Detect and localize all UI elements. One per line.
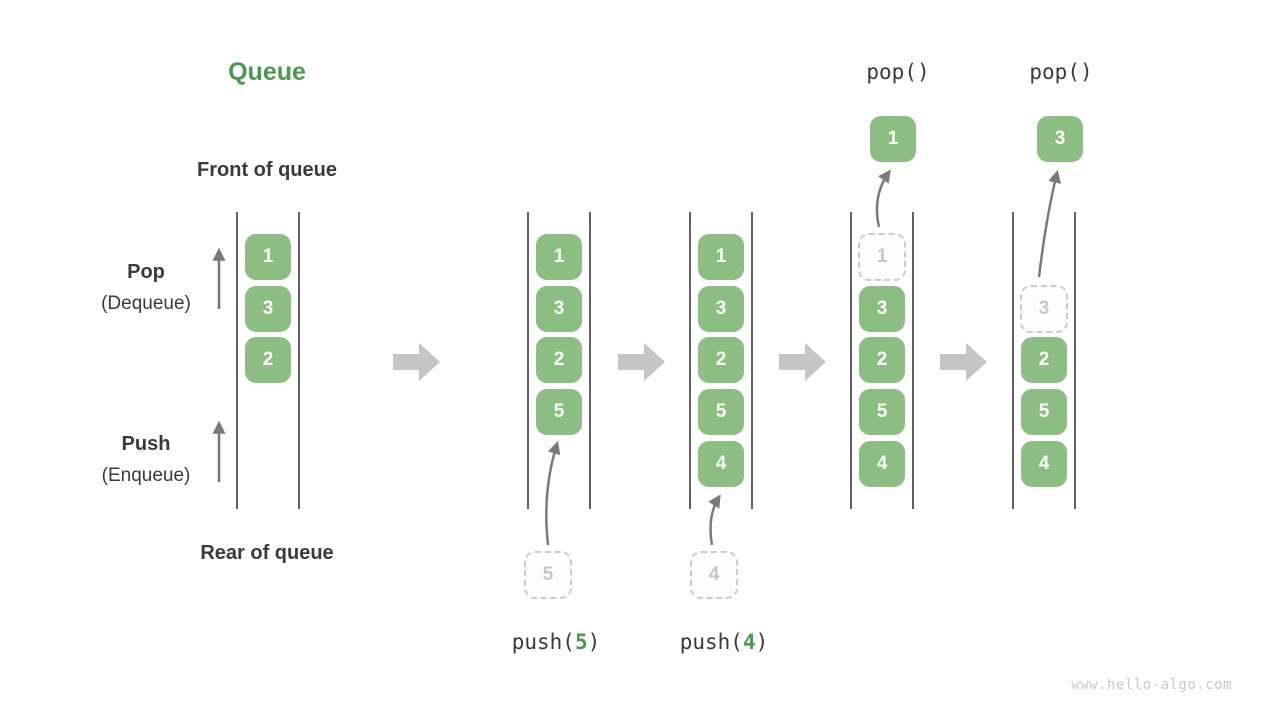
queue-state-after-pop-3-right-rail bbox=[1074, 212, 1076, 509]
diagram-title: Queue bbox=[228, 58, 306, 86]
queue-state-after-pop-1-outgoing-box: 1 bbox=[870, 116, 916, 162]
queue-state-after-pop-1-cell-value: 4 bbox=[876, 453, 888, 474]
queue-state-after-pop-1-pop-arrow-icon bbox=[875, 169, 891, 228]
pop-label: Pop bbox=[127, 261, 165, 283]
op-prefix: push( bbox=[679, 630, 743, 654]
queue-state-after-pop-1-cell: 1 bbox=[858, 233, 906, 281]
queue-state-after-pop-1-cell-value: 3 bbox=[876, 298, 888, 319]
queue-state-after-pop-1-cell-value: 2 bbox=[876, 349, 888, 370]
queue-state-after-push-4-cell-value: 4 bbox=[715, 453, 727, 474]
queue-state-after-pop-3-op-label: pop() bbox=[1029, 60, 1092, 84]
queue-state-after-pop-3-cell: 3 bbox=[1020, 285, 1068, 333]
queue-state-initial-cell-value: 3 bbox=[262, 298, 274, 319]
flow-arrow-4-icon bbox=[940, 343, 987, 381]
push-label-group: Push (Enqueue) bbox=[102, 433, 191, 487]
queue-state-after-push-4-cell: 5 bbox=[698, 389, 744, 435]
pop-label-group: Pop (Dequeue) bbox=[101, 261, 191, 315]
op-suffix: ) bbox=[755, 630, 769, 654]
front-of-queue-label: Front of queue bbox=[197, 159, 337, 181]
queue-state-after-push-4-cell: 1 bbox=[698, 234, 744, 280]
queue-state-after-push-5-incoming-box: 5 bbox=[524, 551, 572, 599]
flow-arrow-1-icon bbox=[393, 343, 440, 381]
op-prefix: pop() bbox=[866, 60, 930, 84]
queue-state-after-pop-3-cell-value: 2 bbox=[1038, 349, 1050, 370]
queue-state-initial-cell-value: 1 bbox=[262, 246, 274, 267]
queue-state-after-pop-1-cell-value: 5 bbox=[876, 401, 888, 422]
queue-state-after-push-5-cell: 2 bbox=[536, 337, 582, 383]
queue-state-after-pop-3-cell-value: 4 bbox=[1038, 453, 1050, 474]
enqueue-label: (Enqueue) bbox=[101, 465, 191, 486]
queue-state-after-pop-3-cell: 4 bbox=[1021, 441, 1067, 487]
queue-state-after-push-4-cell-value: 1 bbox=[715, 246, 727, 267]
queue-state-after-push-4-push-arrow-icon bbox=[708, 494, 721, 546]
queue-state-after-push-4-op-label: push(4) bbox=[680, 630, 769, 654]
queue-state-initial-left-rail bbox=[236, 212, 238, 509]
queue-state-after-pop-3-left-rail bbox=[1012, 212, 1014, 509]
queue-state-after-push-5-cell: 5 bbox=[536, 389, 582, 435]
queue-state-after-pop-1-cell: 3 bbox=[859, 286, 905, 332]
queue-state-initial-cell: 1 bbox=[245, 234, 291, 280]
queue-state-after-push-4-cell-value: 5 bbox=[715, 401, 727, 422]
queue-state-after-pop-3-cell-value: 5 bbox=[1038, 401, 1050, 422]
queue-state-after-push-4-incoming-box: 4 bbox=[690, 551, 738, 599]
push-label: Push bbox=[121, 433, 171, 455]
queue-state-after-push-5-cell-value: 3 bbox=[553, 298, 565, 319]
rear-of-queue-label: Rear of queue bbox=[200, 542, 334, 564]
queue-state-after-pop-3-cell-value: 3 bbox=[1038, 298, 1050, 319]
queue-state-after-pop-3-cell: 5 bbox=[1021, 389, 1067, 435]
queue-state-after-push-5-cell-value: 2 bbox=[553, 349, 565, 370]
queue-state-after-pop-1-right-rail bbox=[912, 212, 914, 509]
queue-state-after-push-4-cell: 3 bbox=[698, 286, 744, 332]
queue-state-after-pop-1-cell: 4 bbox=[859, 441, 905, 487]
op-suffix: ) bbox=[587, 630, 601, 654]
queue-state-after-pop-1-cell: 2 bbox=[859, 337, 905, 383]
queue-state-after-push-4-left-rail bbox=[689, 212, 691, 509]
queue-state-initial-cell-value: 2 bbox=[262, 349, 274, 370]
queue-state-after-pop-1-outgoing-box-value: 1 bbox=[887, 128, 899, 149]
queue-state-after-push-4-incoming-box-value: 4 bbox=[708, 564, 720, 585]
op-prefix: pop() bbox=[1029, 60, 1093, 84]
queue-state-after-push-5-push-arrow-icon bbox=[545, 440, 561, 546]
queue-state-after-push-5-cell-value: 5 bbox=[553, 401, 565, 422]
queue-state-after-push-4-cell: 4 bbox=[698, 441, 744, 487]
flow-arrow-2-icon bbox=[618, 343, 665, 381]
op-argument: 4 bbox=[742, 630, 756, 654]
queue-state-after-pop-1-cell: 5 bbox=[859, 389, 905, 435]
queue-state-after-pop-3-cell: 2 bbox=[1021, 337, 1067, 383]
queue-state-after-pop-1-op-label: pop() bbox=[866, 60, 929, 84]
queue-state-after-push-5-right-rail bbox=[589, 212, 591, 509]
queue-state-after-pop-3-outgoing-box-value: 3 bbox=[1054, 128, 1066, 149]
queue-state-after-push-5-left-rail bbox=[527, 212, 529, 509]
queue-state-after-push-5-cell: 1 bbox=[536, 234, 582, 280]
queue-state-initial-right-rail bbox=[298, 212, 300, 509]
queue-state-after-pop-3-outgoing-box: 3 bbox=[1037, 116, 1083, 162]
dequeue-label: (Dequeue) bbox=[101, 293, 191, 314]
op-argument: 5 bbox=[574, 630, 588, 654]
op-prefix: push( bbox=[511, 630, 575, 654]
queue-state-after-pop-1-left-rail bbox=[850, 212, 852, 509]
queue-state-initial-cell: 2 bbox=[245, 337, 291, 383]
queue-state-after-push-4-right-rail bbox=[751, 212, 753, 509]
queue-state-after-push-5-cell: 3 bbox=[536, 286, 582, 332]
queue-state-after-pop-3-pop-arrow-icon bbox=[1037, 169, 1061, 278]
queue-state-initial-cell: 3 bbox=[245, 286, 291, 332]
queue-state-after-push-4-cell-value: 2 bbox=[715, 349, 727, 370]
queue-state-after-push-5-incoming-box-value: 5 bbox=[542, 564, 554, 585]
watermark: www.hello-algo.com bbox=[1071, 677, 1232, 693]
flow-arrow-3-icon bbox=[779, 343, 826, 381]
queue-state-after-push-4-cell-value: 3 bbox=[715, 298, 727, 319]
queue-state-after-push-5-op-label: push(5) bbox=[512, 630, 601, 654]
queue-state-after-pop-1-cell-value: 1 bbox=[876, 246, 888, 267]
queue-state-after-push-5-cell-value: 1 bbox=[553, 246, 565, 267]
queue-state-after-push-4-cell: 2 bbox=[698, 337, 744, 383]
